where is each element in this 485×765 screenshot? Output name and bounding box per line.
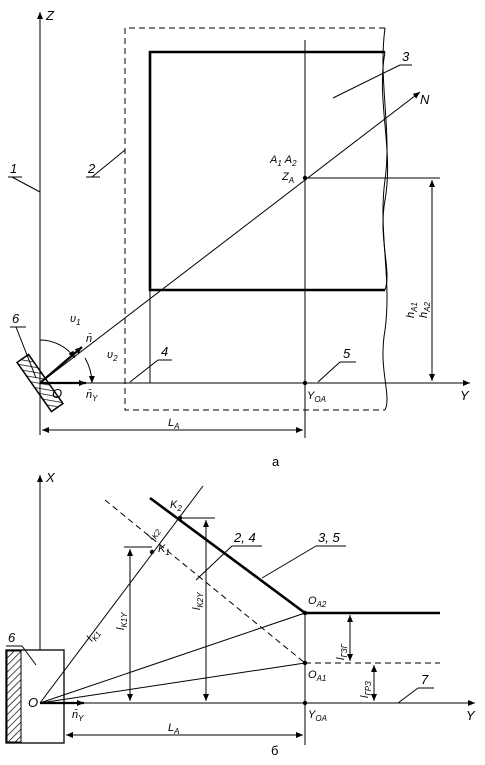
n-vector-label: n̄ bbox=[86, 332, 92, 345]
dashed-break-line bbox=[382, 27, 388, 411]
point-yoa bbox=[302, 380, 308, 386]
oa2-label: OA2 bbox=[308, 595, 327, 609]
oa1-label: OA1 bbox=[308, 669, 326, 683]
point-k1 bbox=[149, 549, 155, 555]
callout-2-leader bbox=[91, 149, 126, 178]
z-axis-label: Z bbox=[45, 8, 55, 23]
ray-oa2 bbox=[39, 612, 306, 704]
k2-label: K2 bbox=[170, 499, 182, 513]
y-axis-label-b: Y bbox=[466, 708, 476, 723]
ny-vector-label-b: n̄Y bbox=[72, 708, 84, 723]
ha2-label: hA2 bbox=[418, 302, 432, 318]
caption-a: а bbox=[272, 454, 280, 469]
callout-4-leader bbox=[129, 359, 159, 383]
callout-5-leader bbox=[317, 361, 341, 383]
element-hatch bbox=[6, 650, 22, 743]
callout-1-leader bbox=[11, 176, 41, 193]
line-3-5 bbox=[149, 496, 306, 615]
theta1-label: υ1 bbox=[70, 313, 81, 327]
callout-3-5-leader bbox=[261, 545, 317, 579]
k1-label: K1 bbox=[158, 543, 170, 557]
lgr3-label: lГРЗ bbox=[359, 681, 373, 698]
callout-2-4-leader bbox=[195, 545, 233, 581]
dashed-outline bbox=[124, 27, 385, 411]
theta1-arc bbox=[39, 339, 76, 359]
x-axis-label: X bbox=[45, 470, 56, 485]
callout-3-leader bbox=[332, 64, 401, 99]
ray-oa1 bbox=[39, 662, 306, 704]
n-vector bbox=[39, 346, 83, 384]
origin-label-b: O bbox=[28, 695, 38, 710]
yoa-label-b: YOA bbox=[308, 709, 327, 723]
lk2y-label: lK2Y bbox=[191, 592, 205, 610]
callout-3: 3 bbox=[402, 49, 410, 64]
callout-6: 6 bbox=[12, 311, 20, 326]
point-n-label: N bbox=[420, 92, 430, 107]
yoa-label: YOA bbox=[307, 390, 326, 404]
la-label-b: LA bbox=[168, 722, 179, 736]
callout-4: 4 bbox=[161, 344, 168, 359]
line-2-4 bbox=[104, 499, 306, 664]
callout-6b: 6 bbox=[8, 630, 16, 645]
callout-2-4: 2, 4 bbox=[233, 530, 256, 545]
theta2-arc bbox=[84, 357, 95, 384]
callout-7: 7 bbox=[421, 672, 429, 687]
lgr3g-label: lГЗГ bbox=[335, 643, 349, 660]
mirror-element bbox=[16, 353, 64, 413]
ray-k2 bbox=[39, 485, 204, 704]
lk1y-label: lK1Y bbox=[115, 612, 129, 630]
callout-6-leader bbox=[15, 326, 37, 379]
ny-vector-label: n̄Y bbox=[86, 388, 98, 403]
callout-3-5: 3, 5 bbox=[318, 530, 340, 545]
callout-1: 1 bbox=[10, 161, 17, 176]
lk2-label: lK2 bbox=[145, 524, 164, 543]
ray-on bbox=[39, 91, 421, 384]
callout-7-leader bbox=[397, 687, 419, 704]
callout-2: 2 bbox=[87, 161, 96, 176]
callout-5: 5 bbox=[343, 346, 351, 361]
inner-break-line bbox=[381, 51, 389, 291]
ha1-label: hA1 bbox=[405, 302, 419, 318]
origin-label-a: O bbox=[52, 386, 62, 401]
diagram-b: X Y 6 K1 K2 lK1Y lK2Y bbox=[5, 470, 476, 758]
lk1-label: lK1 bbox=[85, 627, 103, 645]
caption-b: б bbox=[271, 743, 278, 758]
za-label: ZA bbox=[281, 171, 294, 185]
theta2-label: υ2 bbox=[107, 349, 118, 363]
y-axis-label: Y bbox=[460, 388, 470, 403]
inner-rectangle bbox=[148, 50, 385, 292]
la-label: LA bbox=[168, 417, 179, 431]
